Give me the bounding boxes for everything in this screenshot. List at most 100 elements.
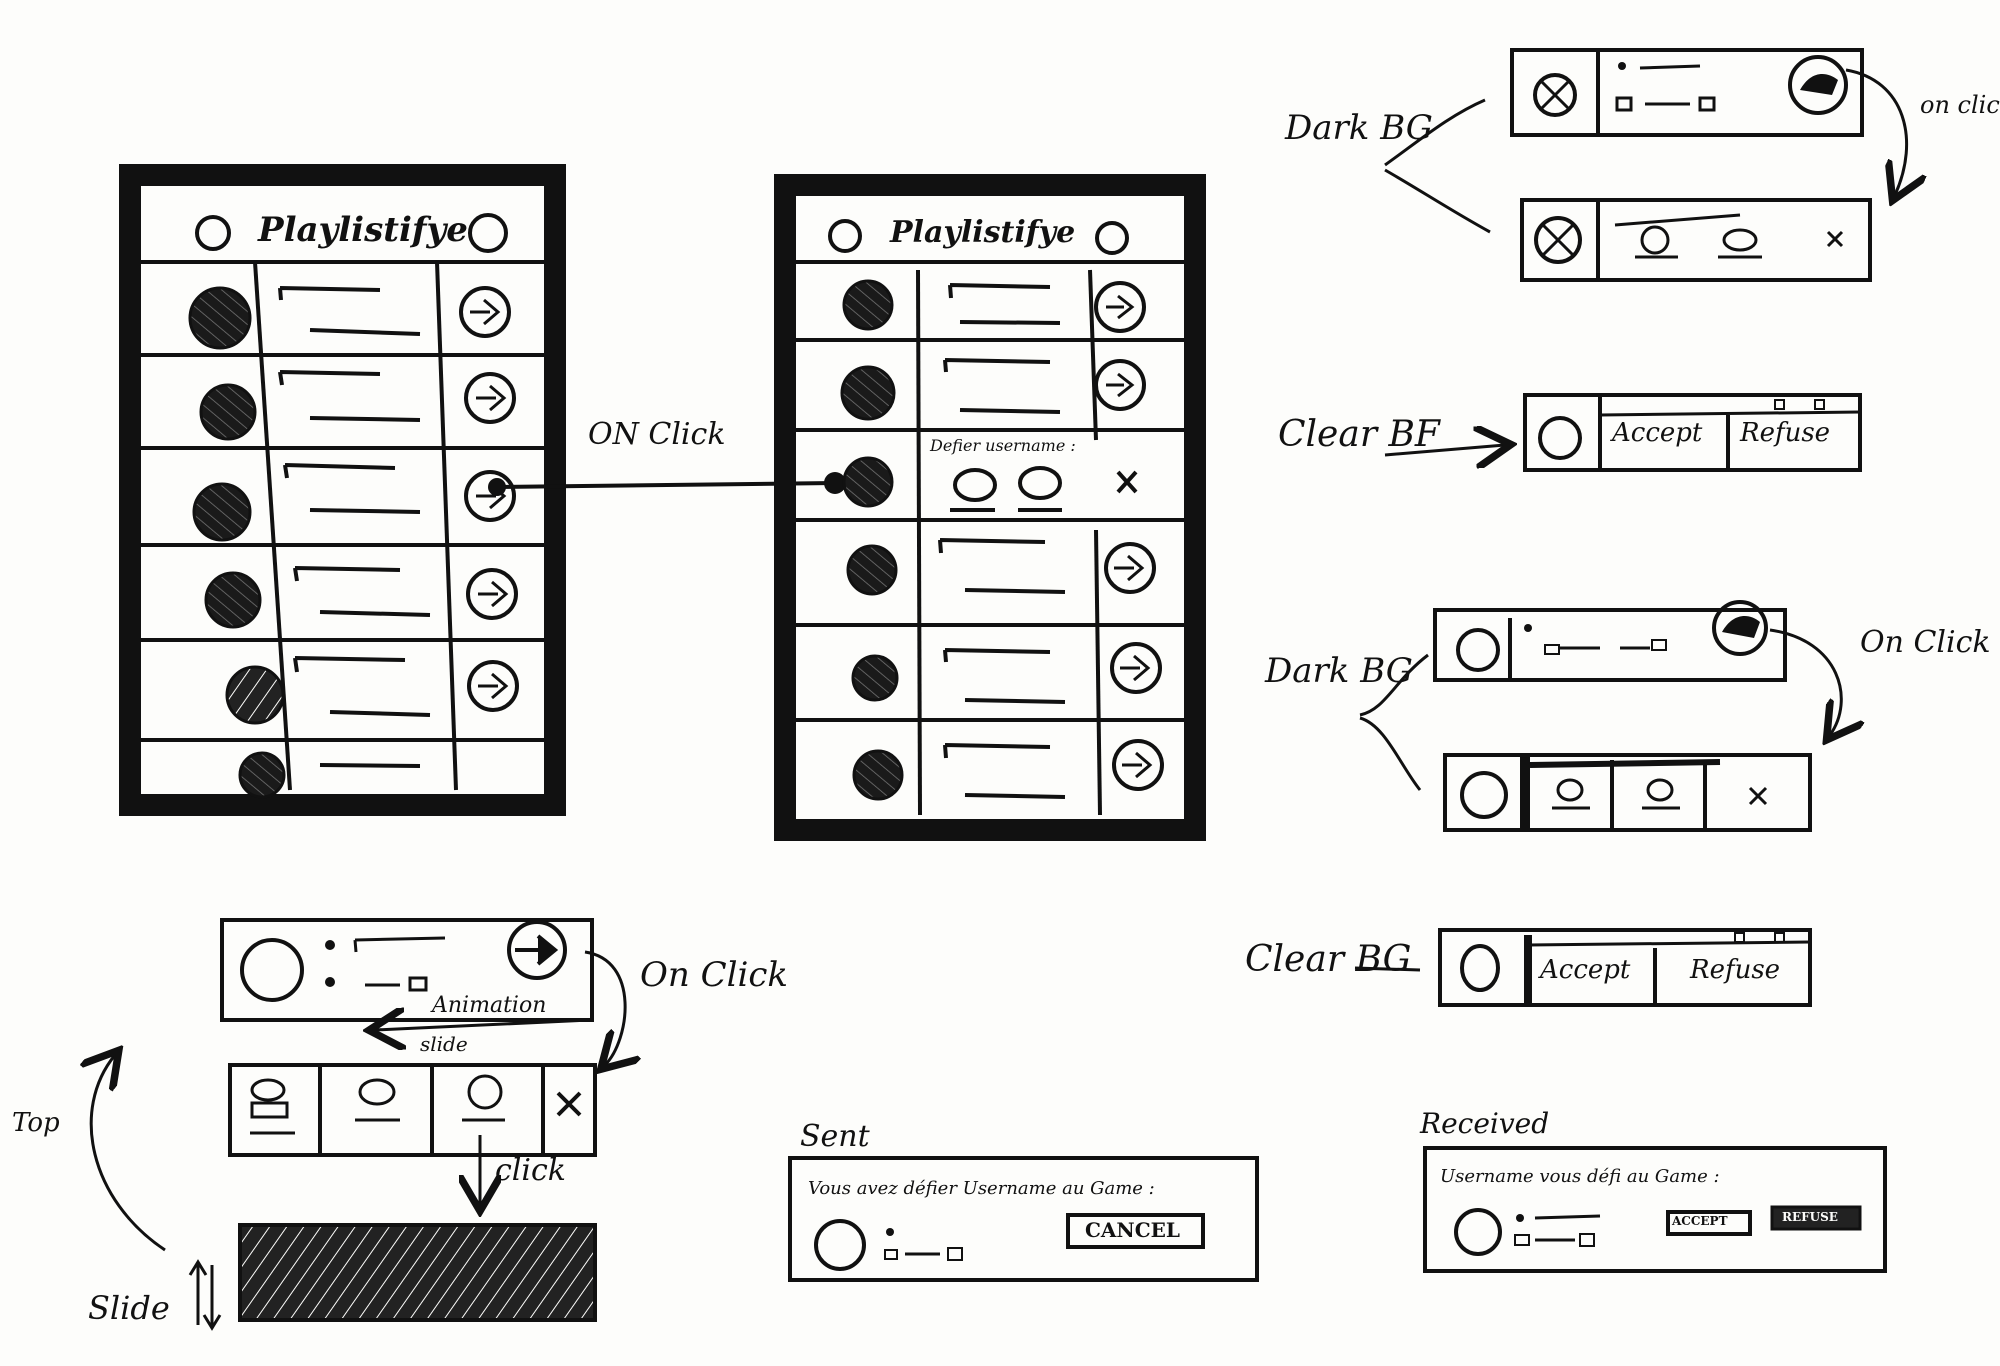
dark-bg-1-label: Dark BG [1285,108,1433,148]
slide-panel[interactable] [238,1223,597,1322]
profile-icon[interactable] [468,213,508,253]
close-icon[interactable] [556,1091,582,1117]
profile-icon[interactable] [1095,221,1129,255]
dark-bg-2-diagram [1359,600,1841,832]
avatar [188,286,252,350]
mode-option-1[interactable] [1635,225,1678,259]
mode-option-1[interactable] [250,1078,295,1135]
avatar [225,665,285,725]
mode-option-2[interactable] [1642,778,1680,810]
game-icon [1533,73,1577,117]
list-item[interactable] [851,642,1162,704]
refuse-label[interactable]: Refuse [1740,418,1831,448]
inline-defy-prompt: Defier username : [930,436,1076,455]
avatar [846,544,898,596]
menu-icon[interactable] [195,215,231,251]
close-icon[interactable] [1826,230,1844,248]
menu-icon[interactable] [828,219,862,253]
refuse-button-frame [1770,1205,1862,1231]
mode-option-2[interactable] [1018,466,1062,512]
refuse-label-2[interactable]: Refuse [1690,955,1781,985]
avatar [199,383,257,441]
avatar [851,654,899,702]
accept-label-2[interactable]: Accept [1540,955,1631,985]
accept-label[interactable]: Accept [1612,418,1703,448]
flow-card-collapsed[interactable] [220,918,594,1022]
avatar [204,571,262,629]
list-item[interactable] [846,538,1156,596]
slide-vertical-label: Slide [88,1289,170,1327]
play-arrow-icon[interactable] [1112,739,1164,791]
defy-arrow-icon[interactable] [1788,55,1848,115]
clear-bf-label: Clear BF [1278,414,1440,455]
list-item[interactable] [840,358,1146,421]
connector-main-label: ON Click [588,417,726,452]
accept-button[interactable]: ACCEPT [1672,1214,1728,1228]
dark-bg-2-card-expanded[interactable] [1443,753,1812,832]
dark-bg-2-card[interactable] [1433,600,1787,682]
mode-option-2[interactable] [355,1078,400,1122]
sent-message: Vous avez défier Username au Game : [808,1178,1155,1199]
list-item [238,751,421,799]
phone-left-header [140,213,545,264]
avatar [192,482,252,542]
mode-option-2[interactable] [1718,228,1762,259]
phone-left [119,164,566,816]
on-click-mid-label: On Click [1860,625,1991,660]
play-arrow-icon[interactable] [466,568,518,620]
sent-heading: Sent [800,1119,870,1154]
play-arrow-icon[interactable] [467,660,519,712]
click-label: click [495,1153,566,1188]
phone-left-title: Playlistifye [258,210,468,250]
received-message: Username vous défi au Game : [1440,1166,1720,1187]
close-icon[interactable] [1748,786,1768,806]
avatar [842,456,894,508]
flow-card-expanded[interactable] [228,1063,597,1157]
avatar [1460,771,1508,819]
play-arrow-icon[interactable] [1094,281,1146,333]
avatar [814,1219,866,1271]
clear-bg-card[interactable] [1438,928,1812,1007]
slide-label: slide [420,1032,468,1056]
refuse-button[interactable]: REFUSE [1782,1210,1838,1224]
list-item-defy[interactable] [842,456,1138,512]
dark-bg-1-card[interactable] [1510,48,1864,137]
list-item[interactable] [188,286,511,350]
dark-bg-2-label: Dark BG [1265,651,1413,691]
list-item[interactable] [192,463,516,542]
avatar [1456,628,1500,672]
play-arrow-icon[interactable] [459,286,511,338]
dark-bg-1-card-expanded[interactable] [1520,198,1872,282]
list-item[interactable] [225,656,519,725]
avatar [842,279,894,331]
clear-bf-card[interactable] [1523,393,1862,472]
cancel-button[interactable]: CANCEL [1085,1218,1180,1242]
close-icon[interactable] [1116,470,1138,494]
list-item[interactable] [204,566,518,629]
defy-arrow-icon[interactable] [507,920,567,980]
list-item[interactable] [852,739,1164,801]
play-arrow-icon[interactable] [1110,642,1162,694]
list-item[interactable] [842,279,1146,333]
received-heading: Received [1420,1107,1550,1140]
play-arrow-icon[interactable] [1104,542,1156,594]
clear-bg-diagram [1354,928,1812,1007]
mode-option-1[interactable] [950,468,997,512]
clear-bg-label: Clear BG [1245,939,1412,980]
on-click-top-label: on click [1920,91,2000,119]
phone-right [774,174,1206,841]
play-arrow-icon[interactable] [1094,359,1146,411]
play-arrow-icon[interactable] [464,372,516,424]
mode-option-3[interactable] [462,1074,505,1122]
dark-bg-1-diagram [1384,48,1907,282]
play-arrow-icon[interactable] [464,470,516,522]
avatar [1454,1208,1502,1256]
phone-right-header [795,219,1185,264]
list-item[interactable] [199,370,516,441]
cancel-button-frame [1066,1213,1205,1249]
mode-option-1[interactable] [1552,778,1590,810]
animation-label: Animation [432,993,547,1018]
bottom-left-flow [91,918,625,1331]
defy-arrow-icon[interactable] [1712,600,1768,656]
avatar [840,365,896,421]
